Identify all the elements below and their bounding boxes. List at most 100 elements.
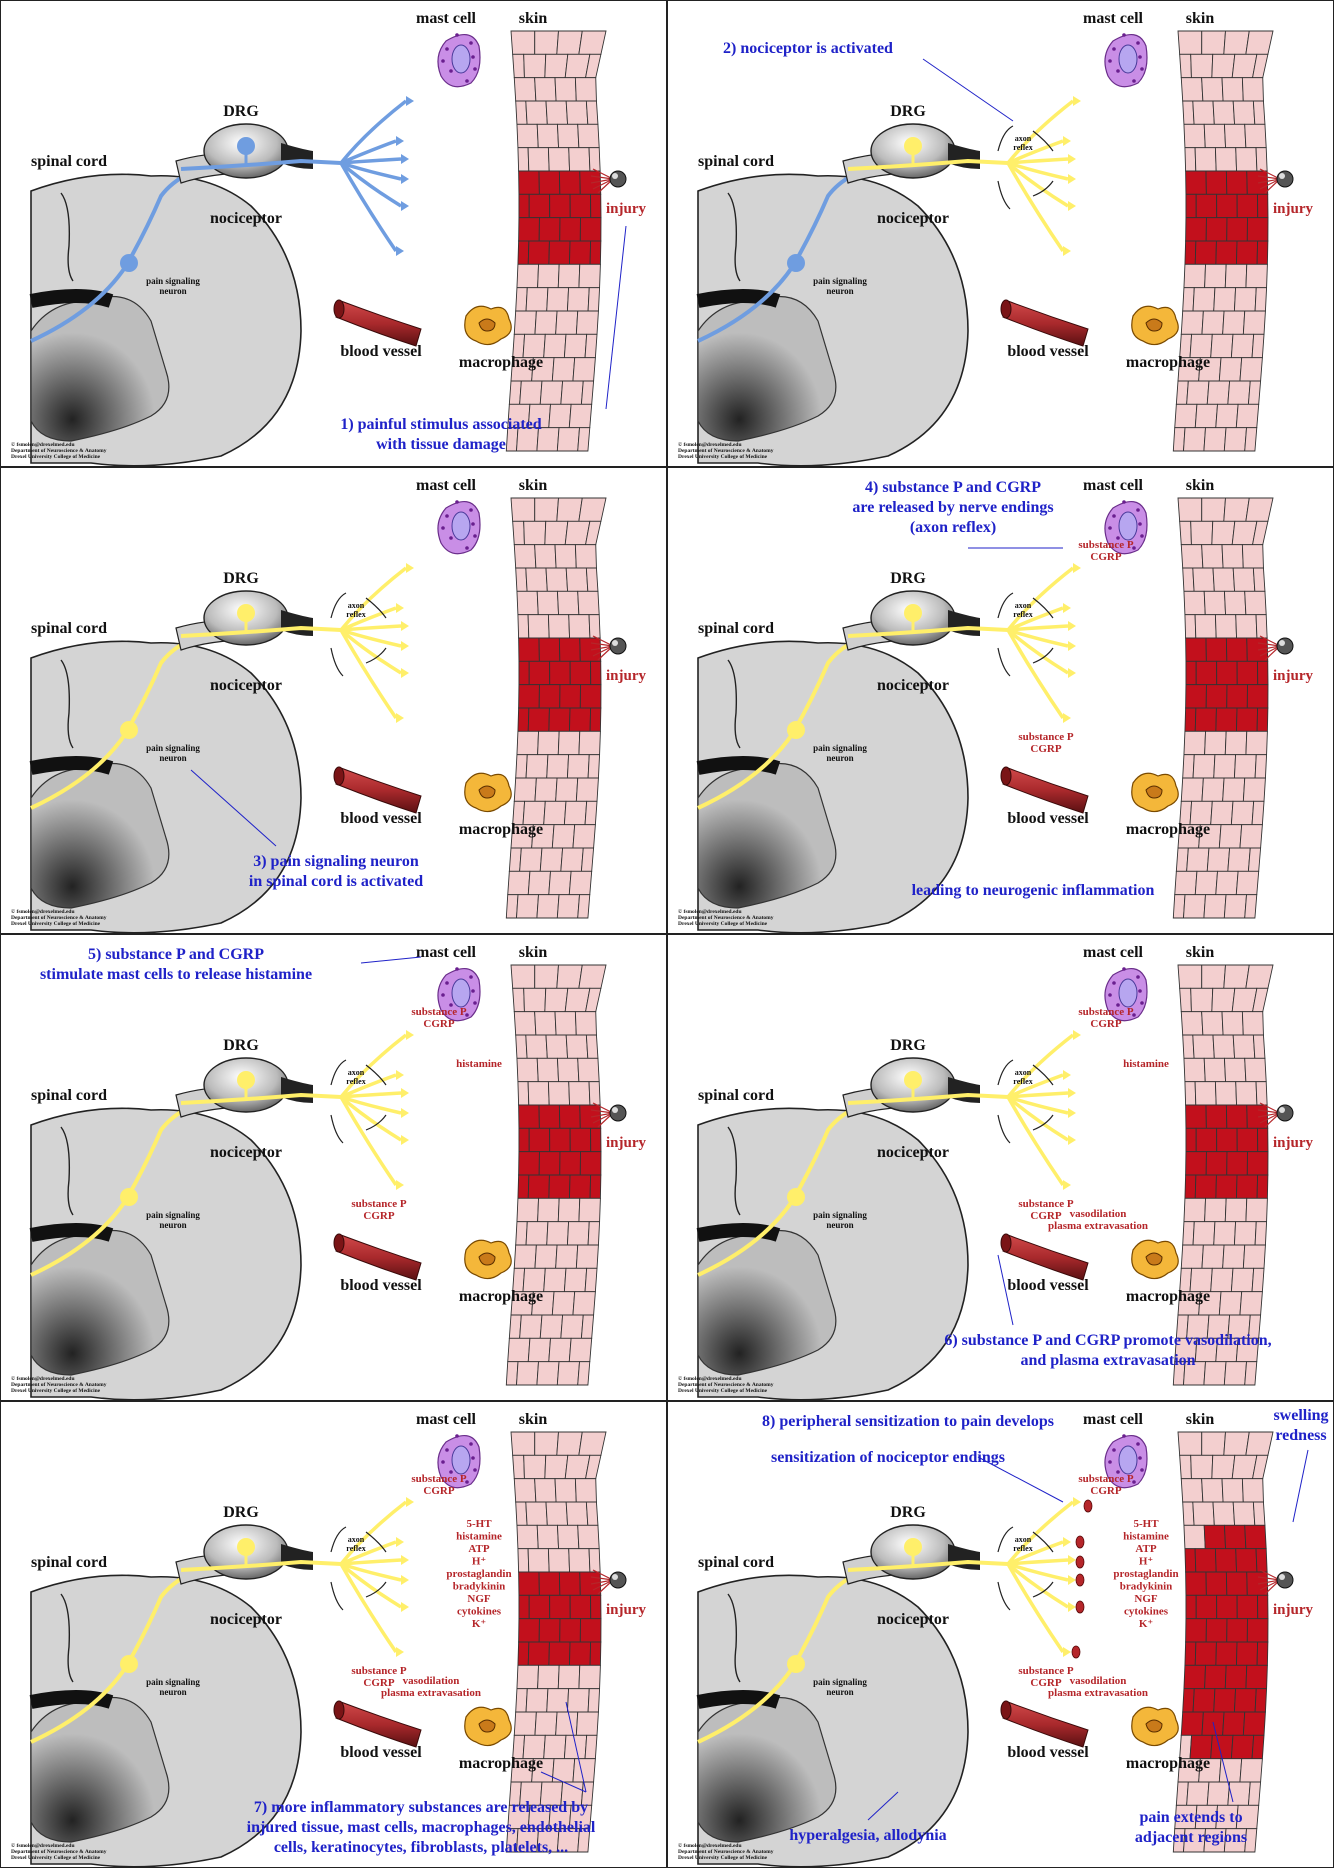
caption-2: in spinal cord is activated	[249, 873, 423, 890]
drg-cell-body	[904, 137, 922, 155]
plasma-extravasation-label: plasma extravasation	[1048, 1220, 1148, 1232]
skin-tissue	[505, 497, 607, 919]
spinal-cord	[29, 1574, 302, 1867]
copyright-line-3: Drexel University College of Medicine	[11, 921, 101, 927]
caption-1: 7) more inflammatory substances are rele…	[254, 1799, 588, 1816]
callout-line	[977, 1456, 1064, 1503]
copyright-line-3: Drexel University College of Medicine	[11, 454, 101, 460]
mast-cell-label: mast cell	[1083, 10, 1144, 27]
spinal-cord	[29, 1107, 302, 1400]
mast-cell	[437, 1434, 481, 1489]
injury-label: injury	[606, 201, 647, 217]
mast-cell-label: mast cell	[1083, 944, 1144, 961]
pain-signaling-neuron-label-2: neuron	[159, 1687, 186, 1697]
mast-cell	[437, 33, 481, 88]
blood-vessel	[1000, 1233, 1089, 1281]
copyright-line-2: Department of Neuroscience & Anatomy	[678, 915, 774, 921]
spinal-cord	[696, 1574, 969, 1867]
nociceptor-neuron	[30, 1030, 414, 1277]
mast-cell	[1104, 33, 1148, 88]
pain-signaling-neuron-label-2: neuron	[826, 1687, 853, 1697]
skin-label: skin	[1186, 1411, 1215, 1428]
skin-label: skin	[519, 1411, 548, 1428]
pain-signaling-neuron-label-2: neuron	[826, 753, 853, 763]
spinal-cord-label: spinal cord	[698, 1087, 774, 1104]
injury-label: injury	[606, 1602, 647, 1618]
nociceptor-neuron	[30, 563, 414, 810]
skin-tissue	[1172, 497, 1274, 919]
mediator-label-1: 5-HT	[1133, 1518, 1159, 1530]
caption-3: (axon reflex)	[910, 519, 996, 536]
spinal-cord	[29, 173, 302, 466]
nociceptor-label: nociceptor	[210, 1144, 282, 1161]
injury-marker	[590, 168, 627, 194]
macrophage	[1131, 1706, 1179, 1747]
nociceptor-neuron	[697, 1030, 1081, 1277]
caption-secondary-1: sensitization of nociceptor endings	[771, 1449, 1005, 1466]
caption-quaternary-1: pain extends to	[1139, 1809, 1242, 1826]
skin-label: skin	[519, 10, 548, 27]
skin-label: skin	[519, 477, 548, 494]
callout-line	[867, 1791, 899, 1821]
mediator-label-4: H⁺	[1139, 1556, 1154, 1568]
mediator-label-8: cytokines	[457, 1606, 502, 1618]
injury-marker	[1257, 1102, 1294, 1128]
axon-reflex-label-2: reflex	[346, 1077, 365, 1086]
axon-reflex-label: axon	[1015, 1535, 1032, 1544]
copyright-line-3: Drexel University College of Medicine	[11, 1855, 101, 1861]
pain-signaling-neuron-label: pain signaling	[813, 743, 867, 753]
caption-2: with tissue damage	[376, 436, 506, 453]
axon-reflex-label-2: reflex	[1013, 1544, 1032, 1553]
axon-reflex-label-2: reflex	[1013, 610, 1032, 619]
sensitized-ending	[1075, 1573, 1085, 1587]
macrophage-label: macrophage	[459, 1755, 543, 1772]
macrophage-label: macrophage	[1126, 1288, 1210, 1305]
caption-1: 5) substance P and CGRP	[88, 946, 264, 963]
mast-cell	[1104, 1434, 1148, 1489]
axon-reflex-arrows	[330, 592, 387, 677]
mast-cell-label: mast cell	[1083, 477, 1144, 494]
caption-3: cells, keratinocytes, fibroblasts, plate…	[274, 1839, 568, 1856]
substance-p-label-top: substance P	[1078, 1473, 1134, 1485]
copyright-line-3: Drexel University College of Medicine	[678, 1388, 768, 1394]
pain-signaling-neuron-label: pain signaling	[146, 1677, 200, 1687]
mast-cell-label: mast cell	[416, 944, 477, 961]
macrophage-label: macrophage	[459, 821, 543, 838]
sensitized-ending	[1075, 1555, 1085, 1569]
mediator-label-7: NGF	[467, 1593, 491, 1605]
caption-tertiary-1: hyperalgesia, allodynia	[789, 1827, 946, 1844]
cgrp-label-bottom: CGRP	[1030, 1677, 1061, 1689]
mast-cell	[437, 967, 481, 1022]
sensitized-ending	[1075, 1600, 1085, 1614]
pain-signaling-neuron-label: pain signaling	[813, 276, 867, 286]
pain-signaling-neuron-label-2: neuron	[159, 1220, 186, 1230]
nociceptor-neuron	[697, 1497, 1081, 1744]
axon-reflex-label: axon	[348, 1068, 365, 1077]
pain-signaling-neuron-label: pain signaling	[813, 1210, 867, 1220]
mediator-label-7: NGF	[1134, 1593, 1158, 1605]
pain-signaling-neuron-label: pain signaling	[146, 1210, 200, 1220]
blood-vessel	[1000, 1700, 1089, 1748]
mediator-label-4: H⁺	[472, 1556, 487, 1568]
copyright-line-2: Department of Neuroscience & Anatomy	[11, 1382, 107, 1388]
cgrp-label-top: CGRP	[1090, 1485, 1121, 1497]
macrophage-label: macrophage	[1126, 821, 1210, 838]
copyright-line-1: © fsmolen@drexelmed.edu	[678, 1375, 742, 1382]
substance-p-label-bottom: substance P	[1018, 1665, 1074, 1677]
nociceptor-label: nociceptor	[210, 677, 282, 694]
spinal-cord-label: spinal cord	[698, 620, 774, 637]
pain-signaling-neuron-body	[120, 254, 138, 272]
macrophage	[464, 1239, 512, 1280]
skin-label: skin	[1186, 10, 1215, 27]
blood-vessel-label: blood vessel	[1007, 1277, 1089, 1294]
axon-reflex-label: axon	[348, 1535, 365, 1544]
